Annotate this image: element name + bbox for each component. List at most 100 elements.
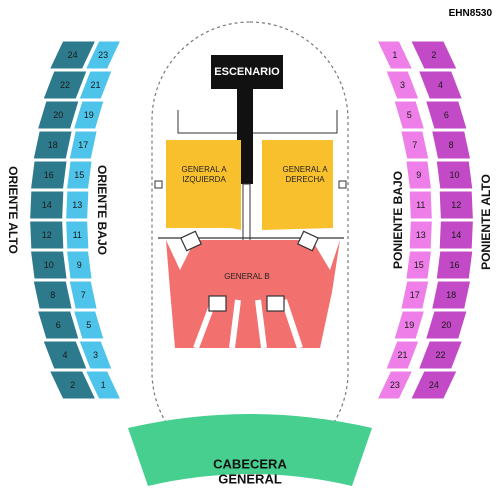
- section-shape[interactable]: [376, 40, 414, 70]
- oriente-alto-section-8[interactable]: 8: [32, 280, 73, 310]
- poniente-alto-section-8[interactable]: 8: [431, 130, 472, 160]
- poniente-bajo-section-17[interactable]: 17: [400, 280, 430, 310]
- oriente-bajo-section-15[interactable]: 15: [65, 160, 93, 190]
- section-shape[interactable]: [435, 250, 474, 280]
- poniente-alto-section-4[interactable]: 4: [417, 70, 464, 100]
- section-shape[interactable]: [400, 130, 430, 160]
- section-shape[interactable]: [65, 160, 93, 190]
- poniente-bajo-section-1[interactable]: 1: [376, 40, 414, 70]
- oriente-bajo-section-17[interactable]: 17: [68, 130, 98, 160]
- poniente-bajo-section-15[interactable]: 15: [405, 250, 433, 280]
- poniente-alto-section-22[interactable]: 22: [417, 340, 464, 370]
- poniente-alto-section-14[interactable]: 14: [438, 220, 474, 250]
- poniente-bajo-section-23[interactable]: 23: [376, 370, 414, 400]
- section-shape[interactable]: [431, 280, 472, 310]
- control-booth-right: [266, 295, 285, 312]
- oriente-alto-section-14[interactable]: 14: [29, 190, 65, 220]
- poniente-alto-section-12[interactable]: 12: [438, 190, 474, 220]
- section-shape[interactable]: [408, 220, 433, 250]
- oriente-alto-section-16[interactable]: 16: [29, 160, 68, 190]
- poniente-alto-section-10[interactable]: 10: [435, 160, 474, 190]
- poniente-bajo-section-5[interactable]: 5: [393, 100, 426, 130]
- section-shape[interactable]: [72, 310, 105, 340]
- poniente-alto-section-6[interactable]: 6: [424, 100, 468, 130]
- oriente-bajo-section-13[interactable]: 13: [65, 190, 90, 220]
- control-booth-left: [208, 295, 227, 312]
- poniente-bajo-section-11[interactable]: 11: [408, 190, 433, 220]
- oriente-bajo-section-9[interactable]: 9: [65, 250, 93, 280]
- poniente-bajo-section-13[interactable]: 13: [408, 220, 433, 250]
- section-shape[interactable]: [385, 70, 420, 100]
- oriente-alto-section-6[interactable]: 6: [36, 310, 80, 340]
- section-shape[interactable]: [408, 190, 433, 220]
- oriente-bajo-section-11[interactable]: 11: [65, 220, 90, 250]
- oriente-alto-section-12[interactable]: 12: [29, 220, 65, 250]
- general-a-izquierda-zone[interactable]: [166, 140, 241, 230]
- general-a-izquierda-line2: IZQUIERDA: [182, 175, 226, 184]
- oriente-alto-section-10[interactable]: 10: [29, 250, 68, 280]
- section-shape[interactable]: [29, 250, 68, 280]
- section-shape[interactable]: [424, 310, 468, 340]
- section-shape[interactable]: [29, 160, 68, 190]
- marker-right: [338, 180, 347, 189]
- section-shape[interactable]: [68, 130, 98, 160]
- general-b-aisles: [193, 298, 303, 350]
- section-shape[interactable]: [393, 100, 426, 130]
- section-shape[interactable]: [424, 100, 468, 130]
- section-shape[interactable]: [42, 340, 88, 370]
- section-shape[interactable]: [68, 280, 98, 310]
- section-shape[interactable]: [410, 370, 458, 400]
- section-shape[interactable]: [435, 160, 474, 190]
- poniente-alto-section-24[interactable]: 24: [410, 370, 458, 400]
- section-shape[interactable]: [84, 370, 122, 400]
- section-shape[interactable]: [405, 250, 433, 280]
- oriente-bajo-section-7[interactable]: 7: [68, 280, 98, 310]
- section-shape[interactable]: [405, 160, 433, 190]
- section-shape[interactable]: [48, 370, 97, 400]
- section-shape[interactable]: [400, 280, 430, 310]
- section-shape[interactable]: [417, 340, 464, 370]
- section-shape[interactable]: [65, 220, 90, 250]
- poniente-bajo-section-3[interactable]: 3: [385, 70, 420, 100]
- poniente-bajo-section-7[interactable]: 7: [400, 130, 430, 160]
- section-shape[interactable]: [29, 220, 65, 250]
- general-a-derecha-line1: GENERAL A: [282, 165, 328, 174]
- poniente-bajo-section-19[interactable]: 19: [393, 310, 426, 340]
- section-shape[interactable]: [32, 280, 73, 310]
- poniente-alto-section-2[interactable]: 2: [410, 40, 458, 70]
- section-shape[interactable]: [65, 190, 90, 220]
- section-shape[interactable]: [431, 130, 472, 160]
- section-shape[interactable]: [385, 340, 420, 370]
- section-shape[interactable]: [32, 130, 73, 160]
- section-shape[interactable]: [438, 190, 474, 220]
- section-shape[interactable]: [65, 250, 93, 280]
- section-shape[interactable]: [376, 370, 414, 400]
- section-shape[interactable]: [72, 100, 105, 130]
- poniente-alto-section-20[interactable]: 20: [424, 310, 468, 340]
- section-shape[interactable]: [36, 100, 80, 130]
- event-code: EHN8530: [448, 8, 492, 19]
- cabecera-general-zone[interactable]: [128, 414, 372, 486]
- general-a-derecha-zone[interactable]: [262, 140, 333, 230]
- section-shape[interactable]: [410, 40, 458, 70]
- section-shape[interactable]: [42, 70, 88, 100]
- stage-label: ESCENARIO: [214, 66, 280, 78]
- section-shape[interactable]: [84, 40, 122, 70]
- oriente-alto-section-20[interactable]: 20: [36, 100, 80, 130]
- marker-left: [154, 180, 163, 189]
- section-shape[interactable]: [438, 220, 474, 250]
- poniente-alto-section-18[interactable]: 18: [431, 280, 472, 310]
- section-shape[interactable]: [393, 310, 426, 340]
- section-shape[interactable]: [48, 40, 97, 70]
- poniente-bajo-section-9[interactable]: 9: [405, 160, 433, 190]
- poniente-alto-section-16[interactable]: 16: [435, 250, 474, 280]
- section-shape[interactable]: [78, 340, 113, 370]
- oriente-alto-section-18[interactable]: 18: [32, 130, 73, 160]
- general-b-zone[interactable]: [166, 240, 340, 348]
- poniente-bajo-section-21[interactable]: 21: [385, 340, 420, 370]
- section-shape[interactable]: [29, 190, 65, 220]
- section-shape[interactable]: [36, 310, 80, 340]
- section-shape[interactable]: [417, 70, 464, 100]
- section-shape[interactable]: [78, 70, 113, 100]
